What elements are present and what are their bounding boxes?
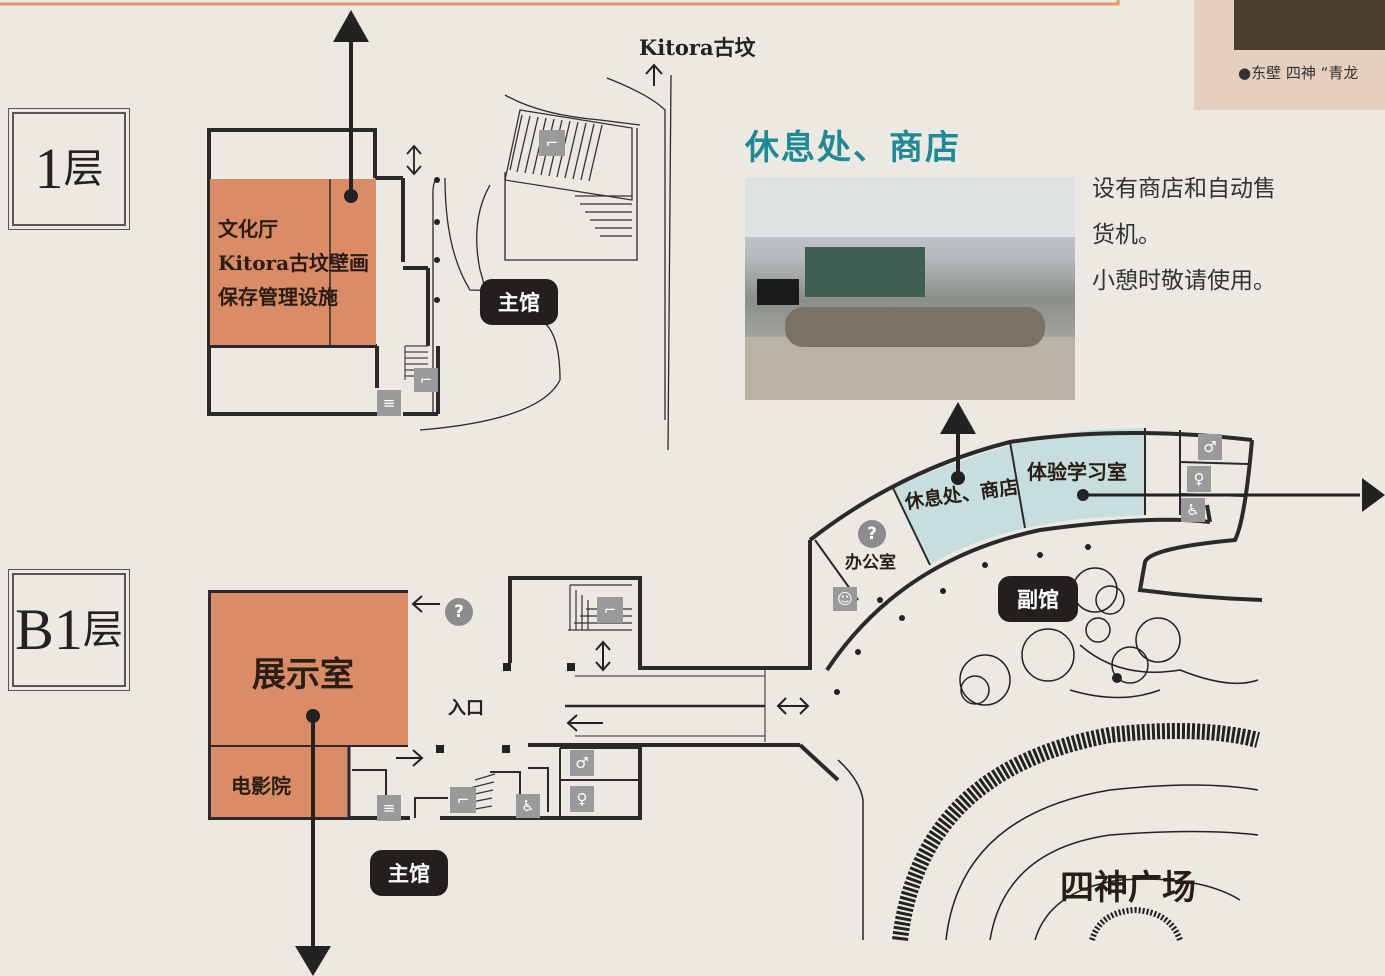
- toilet-icon: ♀: [1187, 466, 1211, 492]
- main-hall-tag-b1: 主馆: [370, 850, 448, 896]
- room-line: Kitora古坟壁画: [218, 251, 370, 275]
- cinema-room-fill: [211, 747, 349, 817]
- top-right-photo: [1234, 0, 1385, 50]
- floor-suffix: 层: [82, 607, 123, 652]
- cultural-hall-room: [210, 179, 376, 345]
- toilet-icon: ♀: [570, 786, 594, 812]
- floor-number: 1: [34, 136, 64, 201]
- room-line: 保存管理设施: [218, 285, 338, 309]
- east-wall-caption: ●东壁 四神 “青龙: [1238, 64, 1359, 82]
- stairs-icon: ⌐: [539, 130, 565, 156]
- wheelchair-icon: ♿: [516, 794, 540, 818]
- floor-suffix: 层: [63, 146, 104, 191]
- floor-number: B1: [15, 597, 83, 662]
- four-gods-plaza-label: 四神广场: [1060, 868, 1196, 908]
- floor-label-b1: B1 层: [8, 569, 130, 691]
- stairs-icon: ⌐: [597, 597, 623, 623]
- main-hall-tag-1f: 主馆: [480, 279, 558, 325]
- description-line: 设有商店和自动售: [1092, 176, 1276, 202]
- baby-icon: ☺: [833, 587, 857, 611]
- rest-shop-description: 设有商店和自动售 货机。 小憩时敬请使用。: [1092, 166, 1276, 304]
- annex-tag: 副馆: [998, 576, 1078, 622]
- toilet-icon: ♂: [1198, 434, 1222, 460]
- stairs-icon: ⌐: [450, 787, 476, 813]
- top-panel-edge: [0, 0, 1120, 6]
- rest-shop-photo: [745, 177, 1075, 400]
- cinema-label: 电影院: [231, 774, 291, 798]
- elevator-icon: ≡: [377, 795, 401, 821]
- office-label: 办公室: [845, 553, 896, 573]
- wheelchair-icon: ♿: [1181, 498, 1205, 522]
- toilet-icon: ♂: [570, 750, 594, 776]
- rest-shop-heading: 休息处、商店: [745, 128, 961, 168]
- description-line: 小憩时敬请使用。: [1092, 268, 1276, 294]
- info-icon: ?: [445, 598, 473, 626]
- exhibition-room-label: 展示室: [252, 655, 354, 695]
- description-line: 货机。: [1092, 222, 1161, 248]
- elevator-icon: ≡: [377, 390, 401, 416]
- stairs-icon: ⌐: [414, 368, 438, 392]
- room-line: 文化厅: [218, 217, 278, 241]
- learning-room-label: 体验学习室: [1027, 460, 1127, 484]
- floor-label-1f: 1 层: [8, 108, 130, 230]
- cultural-hall-label: 文化厅 Kitora古坟壁画 保存管理设施: [218, 212, 369, 314]
- kitora-tomb-label: Kitora古坟: [639, 35, 756, 60]
- info-icon: ?: [858, 520, 886, 548]
- entrance-label: 入口: [448, 698, 484, 719]
